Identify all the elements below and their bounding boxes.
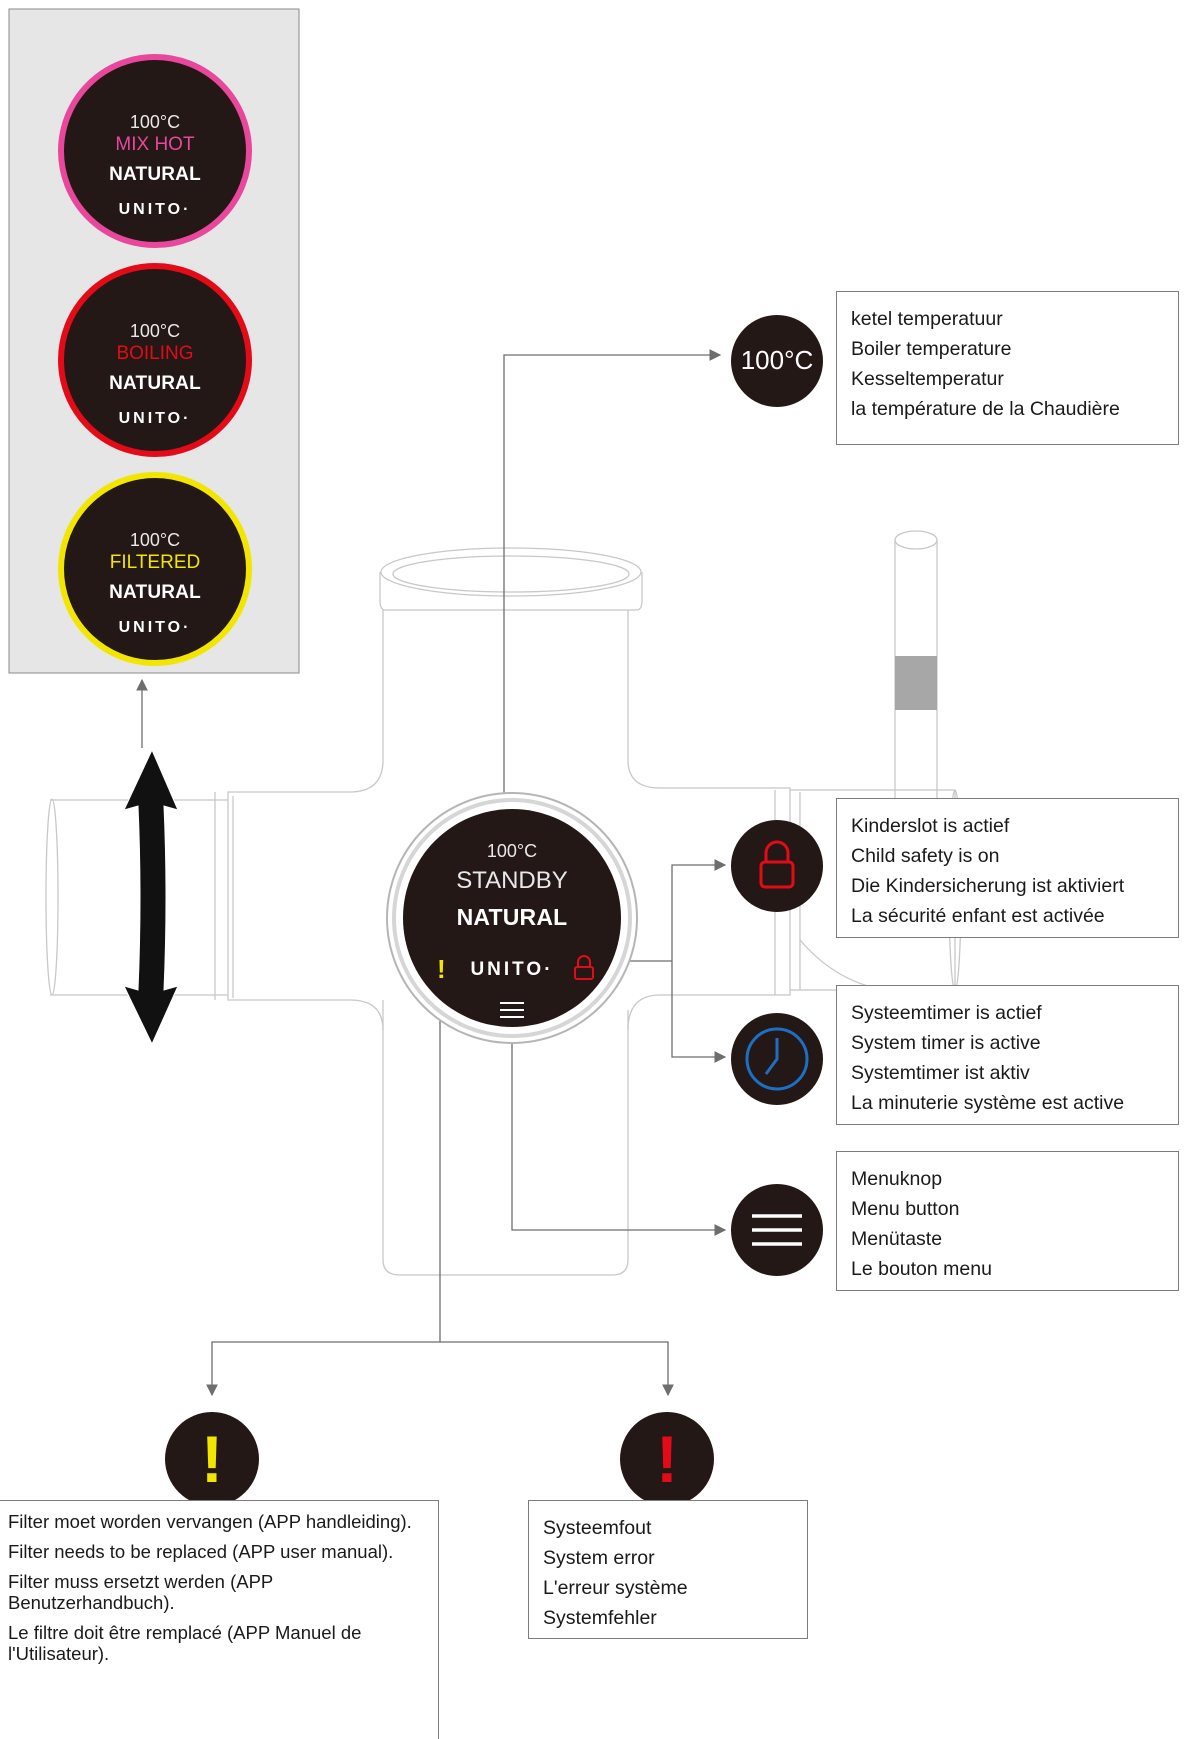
display-temp: 100°C xyxy=(486,841,538,861)
filter-warning-icon: ! xyxy=(437,954,446,984)
unito-logo: UNITO· xyxy=(118,410,192,427)
callout-line: Die Kindersicherung ist aktiviert xyxy=(851,875,1125,897)
unito-logo: UNITO· xyxy=(118,619,192,636)
tap-display: 100°C STANDBY NATURAL ! UNITO· xyxy=(403,809,621,1027)
callout-line: Boiler temperature xyxy=(851,338,1012,360)
mode-badge-filtered: 100°C FILTERED NATURAL UNITO· xyxy=(58,472,252,666)
connector-timer xyxy=(671,961,727,1063)
mode-badge-mix-hot: 100°C MIX HOT NATURAL UNITO· xyxy=(58,54,252,248)
menu-button-callout: Menuknop Menu button Menütaste Le bouton… xyxy=(836,1151,1179,1291)
connector-menu xyxy=(511,1035,727,1236)
padlock-icon xyxy=(759,840,795,889)
callout-line: Menütaste xyxy=(851,1228,943,1250)
connector-temp xyxy=(503,349,722,850)
badge-mode: FILTERED xyxy=(109,552,201,573)
callout-line: Le bouton menu xyxy=(851,1258,992,1280)
callout-line: Le filtre doit être remplacé (APP Manuel… xyxy=(8,1622,362,1664)
badge-variant: NATURAL xyxy=(109,582,201,603)
menu-icon[interactable] xyxy=(499,1001,525,1019)
mode-badge-boiling: 100°C BOILING NATURAL UNITO· xyxy=(58,263,252,457)
callout-line: Systemfehler xyxy=(543,1607,657,1629)
badge-mode: MIX HOT xyxy=(115,134,195,155)
callout-line: Systeemfout xyxy=(543,1517,652,1539)
exclamation-icon: ! xyxy=(201,1422,223,1496)
temperature-icon: 100°C xyxy=(731,315,823,407)
callout-line: Child safety is on xyxy=(851,845,1000,867)
callout-line: System timer is active xyxy=(851,1032,1041,1054)
callout-line: Menuknop xyxy=(851,1168,943,1190)
callout-line: ketel temperatuur xyxy=(851,308,1003,330)
menu-button-icon-badge xyxy=(731,1184,823,1276)
callout-line: Filter needs to be replaced (APP user ma… xyxy=(8,1541,394,1562)
child-safety-icon-badge xyxy=(731,820,823,912)
exclamation-icon: ! xyxy=(656,1422,678,1496)
temperature-icon-label: 100°C xyxy=(740,345,814,375)
callout-line: Kesseltemperatur xyxy=(851,368,1004,390)
menu-icon xyxy=(752,1214,802,1246)
badge-variant: NATURAL xyxy=(109,373,201,394)
callout-line: L'erreur système xyxy=(543,1577,688,1599)
unito-logo: UNITO· xyxy=(470,959,554,980)
callout-line: La sécurité enfant est activée xyxy=(851,905,1105,927)
badge-mode: BOILING xyxy=(116,343,194,364)
filter-warning-icon-badge: ! xyxy=(165,1412,259,1506)
callout-line: Filter moet worden vervangen (APP handle… xyxy=(8,1511,412,1532)
display-variant: NATURAL xyxy=(456,904,568,930)
callout-line: Menu button xyxy=(851,1198,960,1220)
system-error-icon-badge: ! xyxy=(620,1412,714,1506)
unito-logo: UNITO· xyxy=(118,201,192,218)
badge-temp: 100°C xyxy=(129,530,181,550)
callout-line: System error xyxy=(543,1547,655,1569)
padlock-icon xyxy=(574,955,594,980)
system-timer-icon-badge xyxy=(731,1013,823,1105)
rotate-arrow xyxy=(123,748,179,1046)
callout-line: la température de la Chaudière xyxy=(851,398,1120,420)
clock-icon xyxy=(745,1027,809,1091)
badge-temp: 100°C xyxy=(129,321,181,341)
display-mode: STANDBY xyxy=(456,867,568,894)
filter-replace-callout: Filter moet worden vervangen (APP handle… xyxy=(0,1500,439,1739)
child-safety-callout: Kinderslot is actief Child safety is on … xyxy=(836,798,1179,938)
callout-line: La minuterie système est active xyxy=(851,1092,1125,1114)
badge-variant: NATURAL xyxy=(109,164,201,185)
callout-line: Systeemtimer is actief xyxy=(851,1002,1042,1024)
system-timer-callout: Systeemtimer is actief System timer is a… xyxy=(836,985,1179,1125)
lever-grip-band xyxy=(895,656,937,710)
callout-line: Systemtimer ist aktiv xyxy=(851,1062,1030,1084)
callout-line: Filter muss ersetzt werden (APP Benutzer… xyxy=(8,1571,273,1613)
badge-temp: 100°C xyxy=(129,112,181,132)
callout-line: Kinderslot is actief xyxy=(851,815,1010,837)
connector-warning xyxy=(206,982,441,1397)
system-error-callout: Systeemfout System error L'erreur systèm… xyxy=(528,1500,808,1639)
connector-error xyxy=(440,1341,674,1397)
boiler-temp-callout: ketel temperatuur Boiler temperature Kes… xyxy=(836,291,1179,445)
